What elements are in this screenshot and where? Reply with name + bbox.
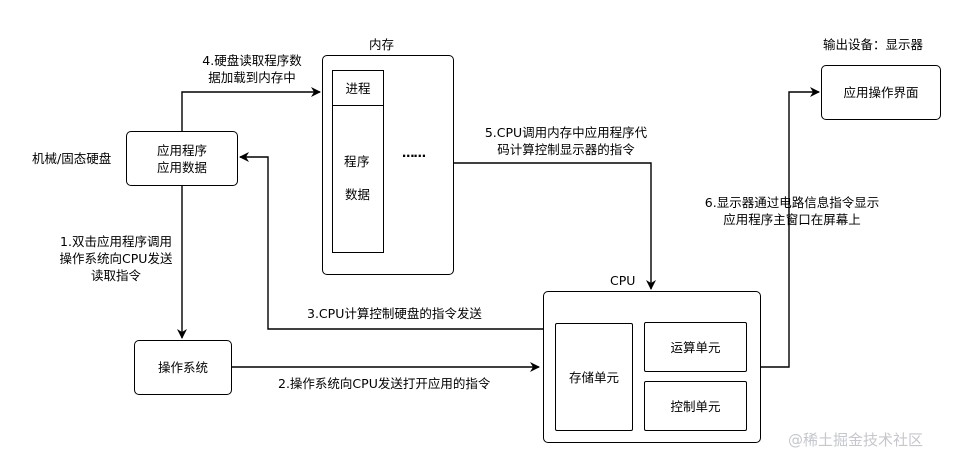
application-box: 应用程序 应用数据 bbox=[126, 131, 238, 186]
program-label-char1: 程 bbox=[344, 154, 357, 169]
process-cell: 进程 bbox=[332, 70, 384, 106]
disk-label: 机械/固态硬盘 bbox=[32, 151, 112, 166]
program-label-char2: 序 bbox=[357, 154, 370, 169]
app-interface-box: 应用操作界面 bbox=[821, 65, 941, 120]
alu-label: 运算单元 bbox=[670, 339, 721, 355]
step-6-line2: 应用程序主窗口在屏幕上 bbox=[723, 212, 861, 227]
step-3-label: 3.CPU计算控制硬盘的指令发送 bbox=[307, 306, 482, 321]
ellipsis-label: …… bbox=[402, 145, 426, 160]
application-box-line1: 应用程序 bbox=[156, 142, 207, 158]
step-1-line3: 读取指令 bbox=[90, 268, 141, 283]
storage-unit-box: 存储单元 bbox=[555, 323, 633, 431]
arrow-memory-to-cpu bbox=[454, 162, 656, 290]
step-1-label: 1.双击应用程序调用 操作系统向CPU发送 读取指令 bbox=[52, 233, 180, 284]
storage-unit-label: 存储单元 bbox=[568, 369, 619, 385]
arrow-disk-to-memory bbox=[181, 87, 321, 131]
step-1-line1: 1.双击应用程序调用 bbox=[60, 234, 172, 249]
cpu-label: CPU bbox=[610, 273, 636, 288]
step-4-line2: 据加载到内存中 bbox=[208, 70, 296, 85]
step-4-label: 4.硬盘读取程序数 据加载到内存中 bbox=[193, 52, 311, 86]
arrow-cpu-to-display bbox=[761, 87, 820, 368]
step-4-line1: 4.硬盘读取程序数 bbox=[202, 53, 302, 68]
app-interface-label: 应用操作界面 bbox=[843, 85, 919, 100]
step-6-label: 6.显示器通过电路信息指令显示 应用程序主窗口在屏幕上 bbox=[694, 194, 890, 228]
output-device-label: 输出设备：显示器 bbox=[823, 37, 924, 52]
step-5-line2: 码计算控制显示器的指令 bbox=[497, 142, 635, 157]
operating-system-box: 操作系统 bbox=[134, 340, 232, 395]
control-unit-box: 控制单元 bbox=[644, 381, 747, 431]
alu-box: 运算单元 bbox=[644, 322, 747, 372]
watermark: @稀土掘金技术社区 bbox=[788, 431, 924, 449]
step-5-label: 5.CPU调用内存中应用程序代 码计算控制显示器的指令 bbox=[474, 124, 658, 158]
control-unit-label: 控制单元 bbox=[670, 398, 721, 414]
step-6-line1: 6.显示器通过电路信息指令显示 bbox=[704, 195, 880, 210]
step-5-line1: 5.CPU调用内存中应用程序代 bbox=[484, 125, 648, 140]
memory-label: 内存 bbox=[369, 37, 395, 52]
operating-system-label: 操作系统 bbox=[157, 360, 208, 375]
application-box-line2: 应用数据 bbox=[156, 159, 207, 175]
process-label: 进程 bbox=[345, 80, 371, 96]
step-2-label: 2.操作系统向CPU发送打开应用的指令 bbox=[278, 376, 491, 391]
step-1-line2: 操作系统向CPU发送 bbox=[59, 251, 173, 266]
arrow-cpu-to-disk bbox=[239, 152, 543, 330]
data-label: 数据 bbox=[345, 187, 371, 202]
